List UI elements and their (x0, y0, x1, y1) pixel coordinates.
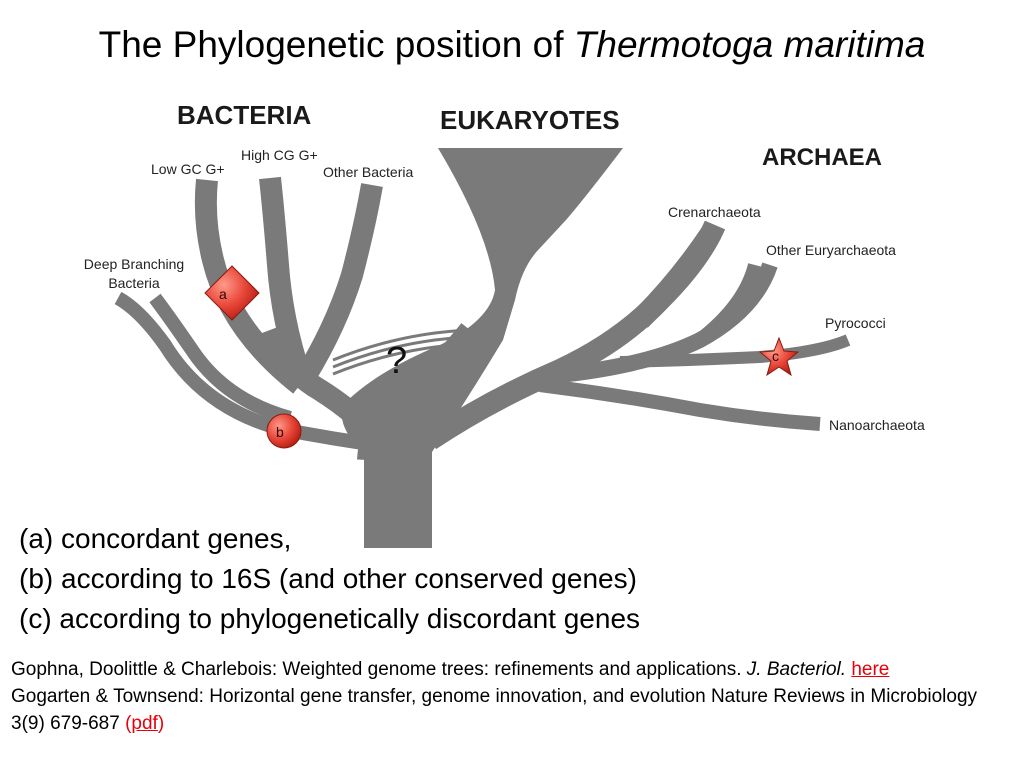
branch-low-gc (194, 178, 307, 394)
marker-b-letter: b (276, 424, 284, 440)
taxon-other-bacteria: Other Bacteria (323, 164, 413, 180)
slide-title: The Phylogenetic position of Thermotoga … (0, 24, 1024, 66)
question-mark: ? (386, 340, 407, 382)
marker-c-letter: c (772, 348, 779, 364)
legend-item-a: (a) concordant genes, (19, 523, 292, 554)
reference-1-journal: J. Bacteriol. (746, 659, 847, 680)
taxon-low-gc: Low GC G+ (151, 161, 225, 177)
taxon-high-cg: High CG G+ (241, 147, 318, 163)
taxon-deep-branching: Deep Branching (84, 256, 184, 272)
group-label-bacteria: BACTERIA (177, 100, 312, 130)
marker-a: a (204, 265, 260, 321)
reference-2-close-paren: ) (157, 713, 165, 734)
marker-b: b (266, 413, 302, 449)
branch-pyrococci (619, 334, 851, 368)
branch-other-bacteria (290, 183, 383, 391)
reference-2-link[interactable]: pdf (131, 713, 158, 734)
legend-item-c: (c) according to phylogenetically discor… (19, 603, 641, 634)
taxon-crenarchaeota: Crenarchaeota (668, 204, 761, 220)
taxon-deep-branching-bacteria: Bacteria (108, 275, 160, 291)
legend-item-b: (b) according to 16S (and other conserve… (19, 563, 637, 594)
marker-a-letter: a (219, 286, 227, 302)
reference-1: Gophna, Doolittle & Charlebois: Weighted… (11, 656, 1016, 683)
taxon-other-euryarchaeota: Other Euryarchaeota (766, 242, 896, 258)
references: Gophna, Doolittle & Charlebois: Weighted… (11, 656, 1016, 737)
branch-to-bacteria-core (259, 325, 404, 463)
reference-1-link[interactable]: here (851, 659, 890, 680)
marker-c: c (758, 336, 800, 377)
branch-nanoarchaeota (539, 378, 821, 431)
legend: (a) concordant genes, (b) according to 1… (19, 519, 640, 639)
group-label-eukaryotes: EUKARYOTES (440, 105, 620, 135)
reference-1-text: Gophna, Doolittle & Charlebois: Weighted… (11, 659, 747, 680)
reference-2-text: Gogarten & Townsend: Horizontal gene tra… (11, 686, 978, 734)
group-label-archaea: ARCHAEA (762, 144, 882, 171)
branch-high-cg (259, 176, 311, 379)
taxon-nanoarchaeota: Nanoarchaeota (829, 417, 925, 433)
hgt-line-2 (332, 335, 471, 369)
hgt-line-3 (332, 342, 471, 376)
title-text: The Phylogenetic position of (98, 24, 574, 65)
branch-deep-bacteria-2 (149, 293, 292, 425)
taxon-pyrococci: Pyrococci (825, 315, 886, 331)
branch-crenarchaeota (632, 225, 722, 328)
reference-2: Gogarten & Townsend: Horizontal gene tra… (11, 683, 1016, 737)
title-species: Thermotoga maritima (573, 24, 926, 65)
branch-euryarchaeota-root (559, 262, 778, 383)
branch-deep-bacteria-1 (114, 291, 397, 455)
branch-other-euryarchaeota (695, 263, 762, 346)
reference-2-open-paren: ( (125, 713, 132, 734)
hgt-line-1 (332, 328, 471, 362)
